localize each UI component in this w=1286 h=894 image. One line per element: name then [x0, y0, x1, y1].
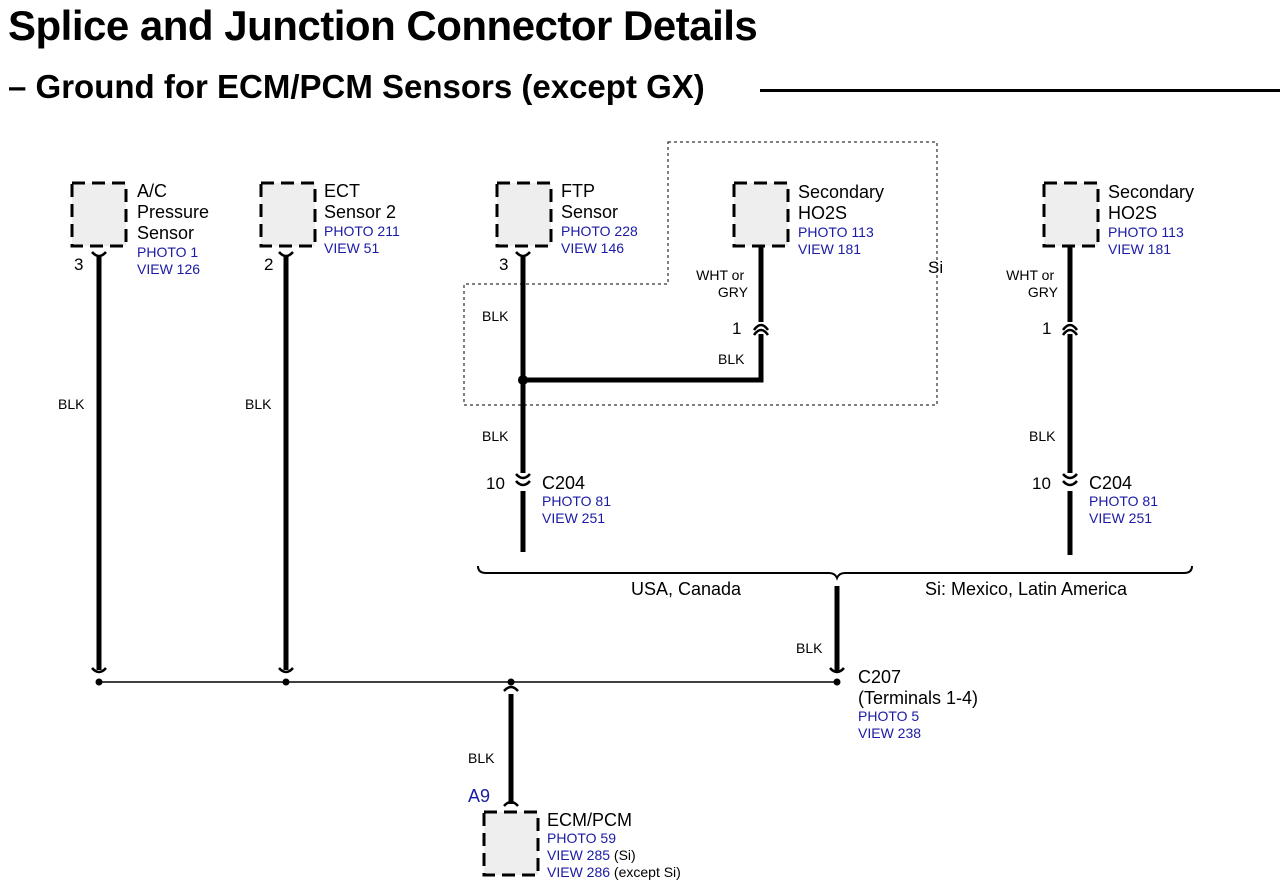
ect-sensor-2-box: [259, 181, 317, 248]
ecm-view-285[interactable]: VIEW 285 (Si): [547, 847, 636, 863]
ecm-view-286[interactable]: VIEW 286 (except Si): [547, 864, 681, 880]
ho2s-terminal: 1: [1042, 319, 1051, 338]
c204-left-view-ref[interactable]: VIEW 251: [542, 510, 605, 526]
c207-connector: [829, 667, 845, 674]
c204-right-view-ref[interactable]: VIEW 251: [1089, 510, 1152, 526]
secondary-ho2s-box: [1042, 181, 1100, 248]
ac-pressure-view-ref[interactable]: VIEW 126: [137, 261, 200, 277]
ground-wires: [96, 246, 1073, 804]
secondary-ho2s-label: Secondary HO2S: [1108, 182, 1199, 223]
ect-sensor-2-label: ECT Sensor 2: [324, 181, 396, 222]
svg-text:BLK: BLK: [796, 640, 823, 656]
diagram-title: Splice and Junction Connector Details: [8, 2, 758, 49]
secondary-ho2s-si-label: Secondary HO2S: [798, 182, 889, 223]
svg-text:BLK: BLK: [58, 396, 85, 412]
c204-right-connector: [1062, 473, 1078, 487]
ect-view-ref[interactable]: VIEW 51: [324, 240, 379, 256]
ftp-photo-ref[interactable]: PHOTO 228: [561, 223, 638, 239]
subtitle-rule: [760, 89, 1280, 92]
ecm-terminal-symbol: [503, 800, 519, 807]
ho2s-si-view-ref[interactable]: VIEW 181: [798, 241, 861, 257]
c207-terminals: (Terminals 1-4): [858, 688, 978, 708]
ftp-view-ref[interactable]: VIEW 146: [561, 240, 624, 256]
ect-bus-connector: [278, 667, 294, 674]
region-usa-canada: USA, Canada: [631, 579, 742, 599]
ho2s-photo-ref[interactable]: PHOTO 113: [1108, 224, 1184, 240]
ecm-bus-connector: [503, 685, 519, 692]
splice-point: [518, 375, 528, 385]
svg-text:BLK: BLK: [482, 308, 509, 324]
region-mexico-latin-america: Si: Mexico, Latin America: [925, 579, 1128, 599]
bus-terminal-dots: [95, 678, 841, 686]
ftp-sensor-label: FTP Sensor: [561, 181, 618, 222]
c204-left-id: C204: [542, 473, 585, 493]
ac-pressure-terminal-symbol: [91, 251, 107, 258]
ftp-terminal-symbol: [515, 251, 531, 258]
ho2s-si-terminal: 1: [732, 319, 741, 338]
svg-text:BLK: BLK: [482, 428, 509, 444]
ac-pressure-terminal: 3: [74, 255, 83, 274]
si-region-outline: [463, 141, 938, 406]
ac-pressure-sensor-box: [70, 181, 128, 248]
ho2s-si-wire-color: WHT or GRY: [696, 267, 749, 300]
ho2s-si-splice-wire: [523, 334, 764, 383]
c204-right-id: C204: [1089, 473, 1132, 493]
ect-terminal: 2: [264, 255, 273, 274]
ho2s-view-ref[interactable]: VIEW 181: [1108, 241, 1171, 257]
c204-left-connector: [515, 473, 531, 487]
ect-terminal-symbol: [278, 251, 294, 258]
si-region-label: Si: [928, 258, 943, 277]
svg-text:BLK: BLK: [718, 351, 745, 367]
ac-pressure-sensor-label: A/C Pressure Sensor: [137, 181, 214, 243]
diagram-subtitle: – Ground for ECM/PCM Sensors (except GX): [8, 68, 719, 106]
c207-id: C207: [858, 667, 901, 687]
ect-photo-ref[interactable]: PHOTO 211: [324, 223, 400, 239]
connector-symbols: [91, 251, 1079, 807]
ac-pressure-bus-connector: [91, 667, 107, 674]
svg-text:BLK: BLK: [245, 396, 272, 412]
c204-right-photo-ref[interactable]: PHOTO 81: [1089, 493, 1158, 509]
ac-pressure-photo-ref[interactable]: PHOTO 1: [137, 244, 198, 260]
secondary-ho2s-si-box: [732, 181, 790, 248]
ho2s-inline-connector: [1061, 323, 1079, 336]
c204-right-terminal: 10: [1032, 474, 1051, 493]
c207-photo-ref[interactable]: PHOTO 5: [858, 708, 919, 724]
ho2s-wire-color: WHT or GRY: [1006, 267, 1059, 300]
ecm-label: ECM/PCM: [547, 810, 632, 830]
ho2s-si-photo-ref[interactable]: PHOTO 113: [798, 224, 874, 240]
c204-left-terminal: 10: [486, 474, 505, 493]
ho2s-si-inline-connector: [752, 323, 770, 336]
c204-left-photo-ref[interactable]: PHOTO 81: [542, 493, 611, 509]
ftp-terminal: 3: [499, 255, 508, 274]
region-bracket: [477, 565, 1193, 581]
svg-text:BLK: BLK: [1029, 428, 1056, 444]
c207-view-ref[interactable]: VIEW 238: [858, 725, 921, 741]
ecm-photo-ref[interactable]: PHOTO 59: [547, 830, 616, 846]
ftp-sensor-box: [495, 181, 553, 248]
svg-text:BLK: BLK: [468, 750, 495, 766]
wire-color-labels: BLK BLK BLK BLK BLK BLK BLK BLK: [58, 308, 1056, 766]
ecm-pcm-box: [482, 810, 540, 877]
ecm-terminal: A9: [468, 786, 490, 806]
